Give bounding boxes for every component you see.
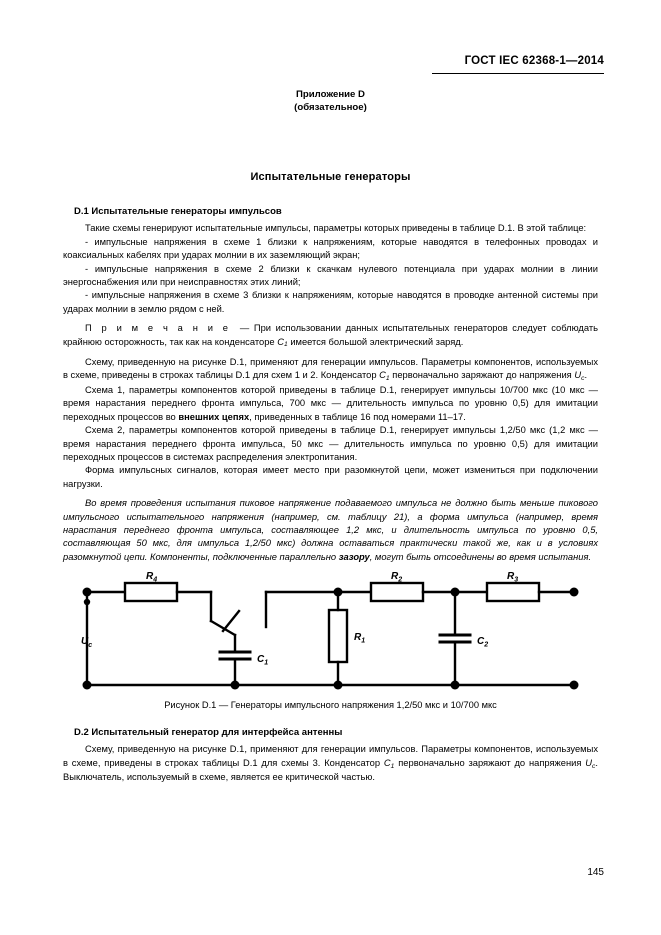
figure-caption: Рисунок D.1 — Генераторы импульсного нап… — [164, 700, 497, 710]
note-paragraph: П р и м е ч а н и е — При использовании … — [63, 322, 598, 350]
page-title: Испытательные генераторы — [250, 171, 411, 183]
junction-r1-top — [333, 587, 343, 597]
symbol-c1: C1 — [379, 370, 390, 383]
symbol-c1-sub: 1 — [385, 375, 390, 383]
note-symbol-c1-base: C — [277, 336, 284, 347]
body-text: D.1 Испытательные генераторы импульсов Т… — [63, 205, 598, 564]
annex-designation: Приложение D (обязательное) — [0, 88, 661, 114]
terminal-output-bottom — [569, 680, 579, 690]
paragraph-scheme-1-a: Схема 1, параметры компонентов которой п… — [63, 384, 598, 422]
paragraph-d2-c: . Выключатель, используемый в схеме, явл… — [63, 757, 598, 783]
paragraph-scheme-1-bold: внешних цепях — [178, 411, 250, 422]
paragraph-test-conditions-b: , могут быть отсоединены во время испыта… — [369, 551, 592, 562]
label-c1: C1 — [257, 654, 268, 667]
annex-line-2: (обязательное) — [294, 102, 367, 113]
symbol-uc: Uc — [574, 370, 585, 383]
annex-line-1: Приложение D — [296, 89, 365, 100]
resistor-r1-body — [327, 608, 349, 664]
junction-c1-ground — [230, 680, 240, 690]
symbol-c1-d2: C1 — [383, 757, 395, 770]
circuit-diagram-svg: Uc R4 R1 R2 R3 C1 C2 — [81, 571, 579, 690]
paragraph-d1-scheme-ref-a: Схему, приведенную на рисунке D.1, приме… — [63, 357, 598, 381]
symbol-uc-d2-sub: c — [592, 762, 596, 770]
terminal-output-top — [569, 587, 579, 597]
paragraph-waveform: Форма импульсных сигналов, которая имеет… — [63, 465, 598, 489]
terminal-source-bottom — [82, 680, 92, 690]
running-head-rule — [432, 73, 604, 74]
paragraph-scheme-1: Схема 1, параметры компонентов которой п… — [63, 384, 598, 424]
note-text-part-2: имеется большой электрический заряд. — [290, 336, 464, 347]
label-r1: R1 — [354, 632, 365, 645]
switch-lever — [221, 609, 241, 633]
resistor-r2-body — [369, 581, 425, 603]
resistor-r3-body — [485, 581, 541, 603]
label-r3: R3 — [507, 572, 518, 584]
switch-lower-contact — [209, 619, 237, 637]
bullet-scheme-1: - импульсные напряжения в схеме 1 близки… — [63, 236, 598, 261]
paragraph-scheme-2: Схема 2, параметры компонентов которой п… — [63, 425, 598, 462]
junction-dots — [82, 587, 579, 690]
label-source: Uc — [81, 636, 92, 649]
paragraph-d2-a: Схему, приведенную на рисунке D.1, приме… — [63, 744, 598, 768]
paragraph-test-conditions-bold: зазору — [338, 551, 370, 562]
note-label: П р и м е ч а н и е — [85, 323, 231, 334]
paragraph-scheme-1-b: , приведенных в таблице 16 под номерами … — [249, 411, 466, 422]
heading-d2: D.2 Испытательный генератор для интерфей… — [74, 727, 343, 738]
section-d2: D.2 Испытательный генератор для интерфей… — [63, 726, 598, 785]
circuit-diagram-figure: Uc R4 R1 R2 R3 C1 C2 — [63, 571, 598, 707]
paragraph-test-conditions: Во время проведения испытания пиковое на… — [63, 497, 598, 564]
page-number: 145 — [587, 867, 604, 878]
label-c2: C2 — [477, 636, 488, 649]
note-dash: — — [239, 323, 250, 334]
junction-c2-top — [450, 587, 460, 597]
source-arrow-marker — [83, 598, 91, 606]
bullet-scheme-2: - импульсные напряжения в схеме 2 близки… — [63, 263, 598, 288]
heading-d1: D.1 Испытательные генераторы импульсов — [74, 206, 282, 217]
junction-r1-ground — [333, 680, 343, 690]
note-symbol-c1-sub: 1 — [283, 341, 288, 349]
symbol-c1-d2-base: C — [383, 757, 391, 768]
paragraph-d1-scheme-ref-dot: . — [584, 370, 588, 381]
paragraph-d1-intro: Такие схемы генерируют испытательные имп… — [85, 223, 587, 234]
symbol-c1-base: C — [379, 370, 386, 381]
symbol-uc-sub: c — [581, 375, 585, 383]
resistor-r4-body — [123, 581, 179, 603]
bullet-scheme-3: - импульсные напряжения в схеме 3 близки… — [63, 290, 598, 314]
paragraph-test-conditions-a: Во время проведения испытания пиковое на… — [63, 498, 598, 562]
component-labels: Uc R4 R1 R2 R3 C1 C2 — [81, 571, 518, 667]
note-symbol-c1: C1 — [277, 336, 288, 349]
paragraph-d1-scheme-ref-b: первоначально заряжают до напряжения — [392, 370, 572, 381]
note-text-part-1: При использовании данных испытательных г… — [63, 323, 598, 347]
symbol-uc-d2-base: U — [585, 757, 593, 768]
running-head-standard: ГОСТ IEC 62368-1—2014 — [464, 55, 604, 67]
symbol-uc-d2: Uc — [585, 757, 596, 770]
label-r2: R2 — [391, 572, 402, 584]
paragraph-d1-scheme-ref: Схему, приведенную на рисунке D.1, приме… — [63, 356, 598, 384]
terminal-source-top — [82, 587, 92, 597]
label-r4: R4 — [146, 572, 157, 584]
junction-c2-ground — [450, 680, 460, 690]
symbol-uc-base: U — [574, 370, 582, 381]
paragraph-d2-b: первоначально заряжают до напряжения — [398, 757, 582, 768]
symbol-c1-d2-sub: 1 — [390, 762, 395, 770]
paragraph-d2-body: Схему, приведенную на рисунке D.1, приме… — [63, 743, 598, 784]
